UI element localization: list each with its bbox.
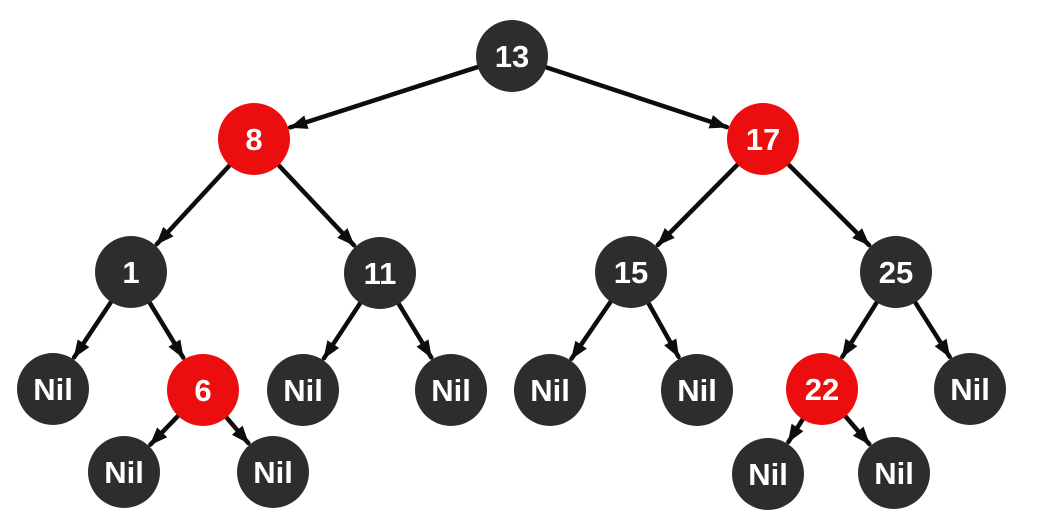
tree-node-nil: Nil	[88, 436, 160, 508]
tree-edge-n22-nil9	[786, 416, 806, 445]
tree-edge-n13-n8	[287, 64, 481, 130]
tree-node-22: 22	[786, 353, 858, 425]
black-node-circle	[858, 437, 930, 509]
black-node-circle	[661, 354, 733, 426]
tree-node-nil: Nil	[514, 354, 586, 426]
black-node-circle	[17, 353, 89, 425]
tree-edge-n13-n17	[542, 64, 730, 130]
tree-edge-n25-n22	[840, 299, 880, 360]
tree-edge-n17-n25	[785, 161, 872, 248]
tree-edge-n8-n1	[154, 162, 233, 247]
black-node-circle	[344, 237, 416, 309]
black-node-circle	[860, 236, 932, 308]
black-node-circle	[476, 20, 548, 92]
tree-node-1: 1	[95, 236, 167, 308]
tree-edge-n6-nil7	[148, 412, 181, 447]
tree-node-nil: Nil	[732, 438, 804, 510]
black-node-circle	[732, 438, 804, 510]
tree-edge-n11-nil3	[395, 300, 434, 360]
tree-node-15: 15	[595, 236, 667, 308]
tree-node-nil: Nil	[415, 354, 487, 426]
red-node-circle	[727, 103, 799, 175]
tree-edge-n15-nil5	[645, 300, 681, 360]
tree-node-nil: Nil	[858, 437, 930, 509]
tree-edge-n15-nil4	[569, 298, 614, 361]
tree-edge-n25-nil6	[912, 299, 952, 360]
black-node-circle	[237, 436, 309, 508]
tree-edge-n6-nil8	[223, 414, 251, 446]
tree-node-nil: Nil	[237, 436, 309, 508]
tree-edge-n17-n15	[655, 161, 741, 248]
tree-node-nil: Nil	[661, 354, 733, 426]
black-node-circle	[595, 236, 667, 308]
tree-node-6: 6	[167, 354, 239, 426]
tree-edges-layer	[71, 64, 952, 447]
tree-node-8: 8	[218, 103, 290, 175]
tree-node-11: 11	[344, 237, 416, 309]
tree-edge-n1-n6	[146, 299, 186, 360]
black-node-circle	[267, 354, 339, 426]
tree-node-25: 25	[860, 236, 932, 308]
tree-edge-n1-nil1	[71, 298, 114, 360]
tree-edge-n11-nil2	[321, 299, 364, 361]
black-node-circle	[88, 436, 160, 508]
black-node-circle	[934, 353, 1006, 425]
tree-edge-n8-n11	[275, 162, 357, 248]
tree-node-nil: Nil	[267, 354, 339, 426]
tree-node-nil: Nil	[17, 353, 89, 425]
tree-node-17: 17	[727, 103, 799, 175]
red-node-circle	[218, 103, 290, 175]
tree-edge-n22-nil10	[842, 413, 872, 447]
tree-node-nil: Nil	[934, 353, 1006, 425]
tree-node-13: 13	[476, 20, 548, 92]
red-node-circle	[786, 353, 858, 425]
black-node-circle	[415, 354, 487, 426]
black-node-circle	[514, 354, 586, 426]
black-node-circle	[95, 236, 167, 308]
red-node-circle	[167, 354, 239, 426]
